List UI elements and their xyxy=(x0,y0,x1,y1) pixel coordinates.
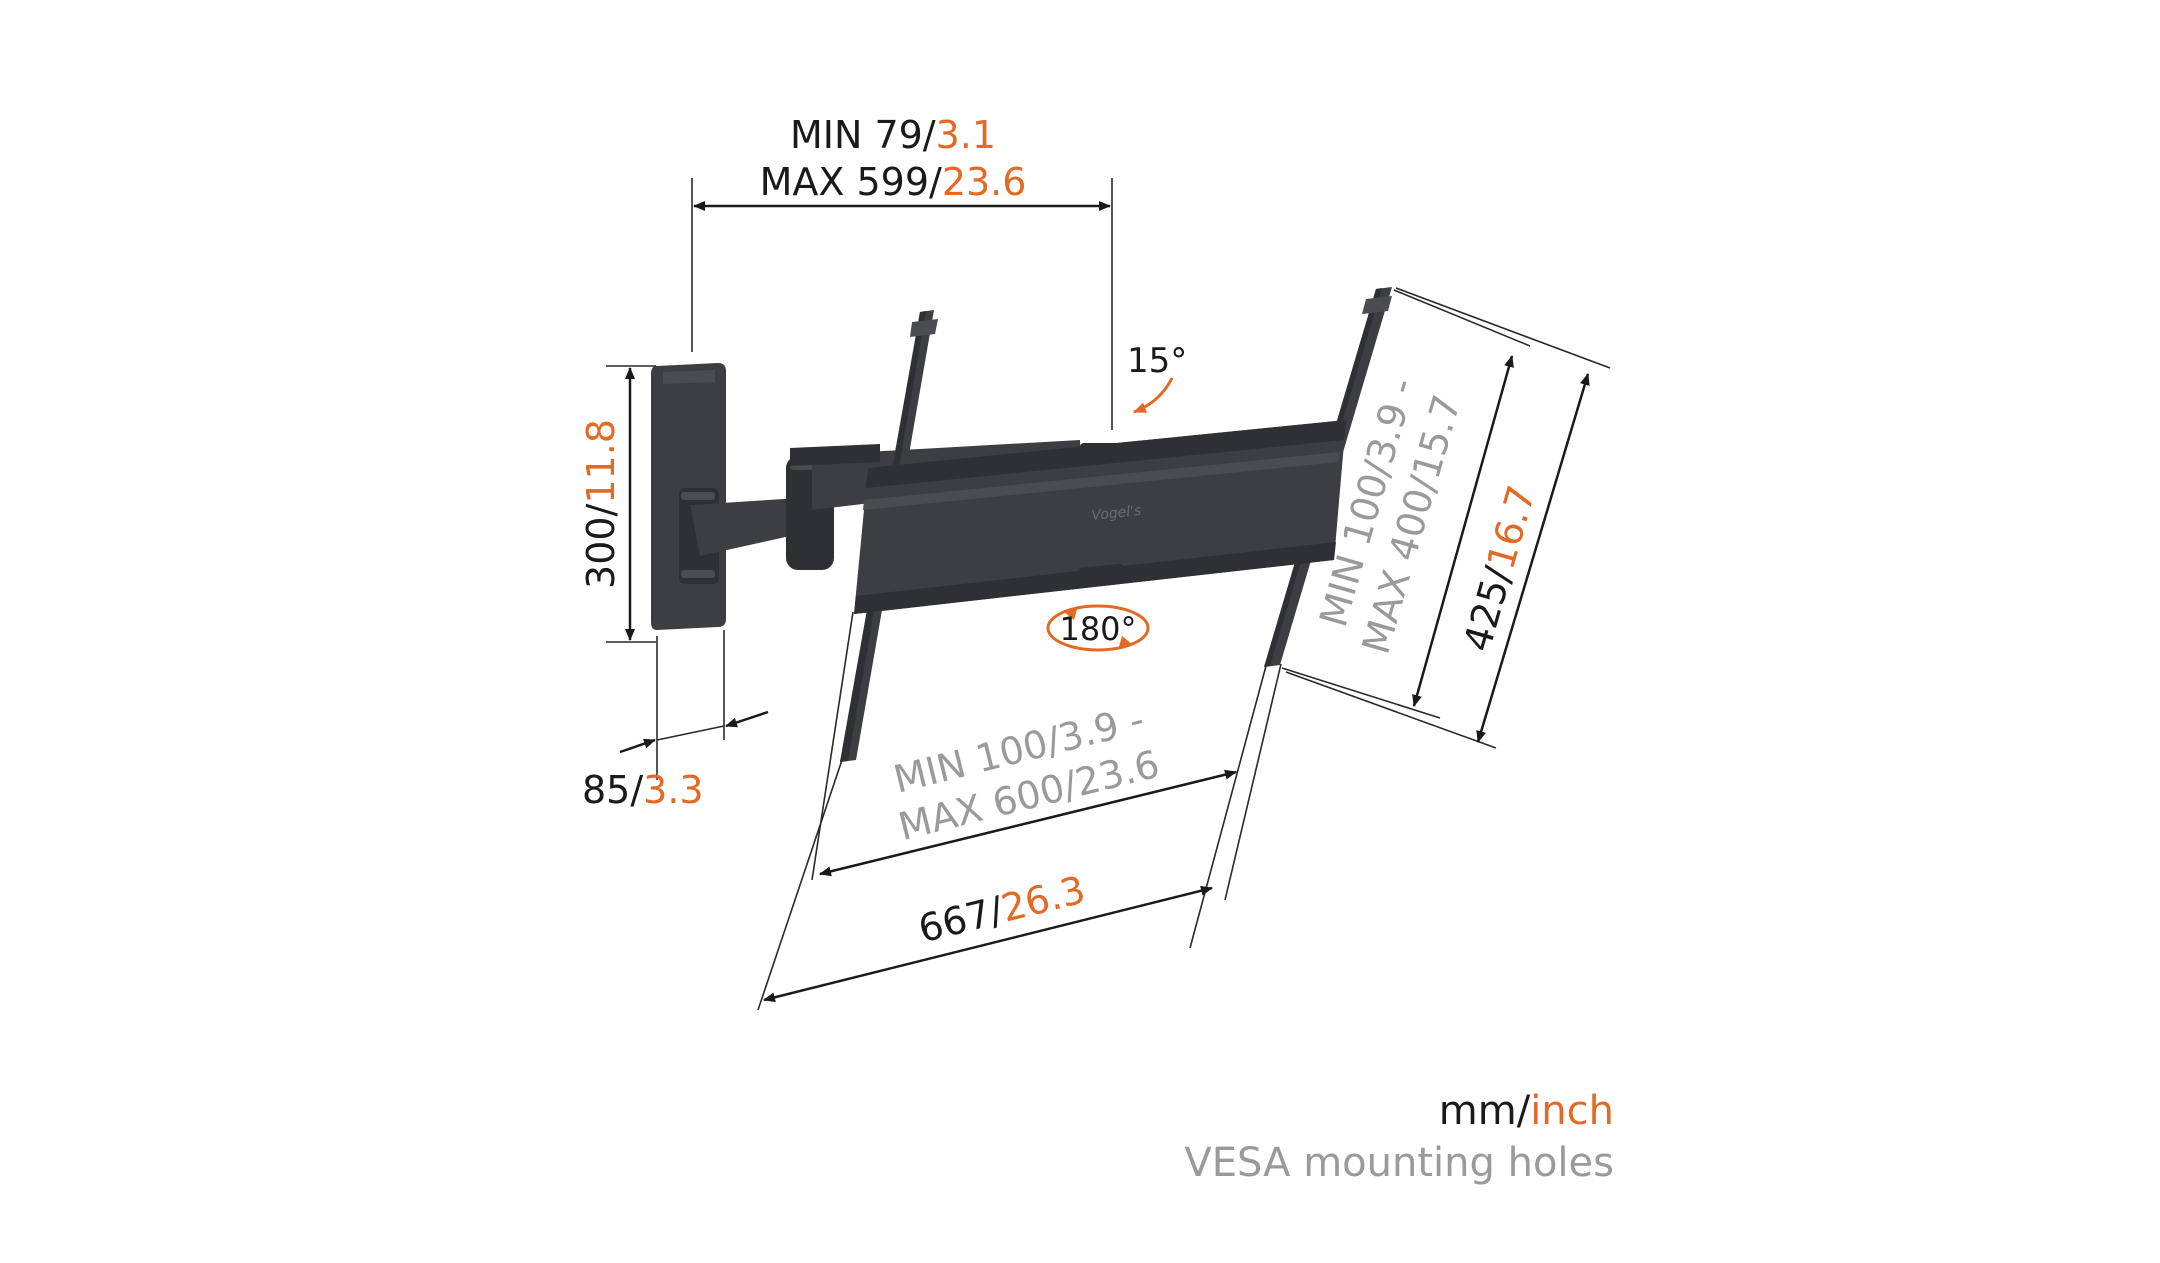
overall-width-label: 667/26.3 xyxy=(914,867,1090,951)
horizontal-plate: Vogel's xyxy=(854,420,1346,614)
vesa-legend: VESA mounting holes xyxy=(1184,1140,1614,1186)
wall-plate xyxy=(651,363,726,630)
vesa-horizontal-dimension: MIN 100/3.9 - MAX 600/23.6 xyxy=(811,611,1282,901)
tilt-label: 15° xyxy=(1127,341,1187,381)
wall-plate-depth-dimension: 85/3.3 xyxy=(582,630,769,812)
rotation-label: 180° xyxy=(1059,610,1136,648)
bracket-illustration: Vogel's xyxy=(651,287,1392,762)
rotation-indicator: 180° xyxy=(1046,604,1150,652)
wall-plate-height-dimension: 300/11.8 xyxy=(579,365,656,643)
tilt-indicator: 15° xyxy=(1127,341,1187,414)
arm-extension-max-label: MAX 599/23.6 xyxy=(760,160,1027,204)
svg-text:Vogel's: Vogel's xyxy=(1091,503,1142,524)
arm-extension-dimension: MIN 79/3.1 MAX 599/23.6 xyxy=(691,113,1113,430)
overall-width-dimension: 667/26.3 xyxy=(757,665,1267,1011)
arm-extension-min-label: MIN 79/3.1 xyxy=(790,113,996,157)
wall-plate-depth-label: 85/3.3 xyxy=(582,768,704,812)
wall-plate-height-label: 300/11.8 xyxy=(579,419,623,589)
units-legend: mm/inch xyxy=(1439,1088,1614,1134)
legend: mm/inch VESA mounting holes xyxy=(1184,1088,1614,1186)
